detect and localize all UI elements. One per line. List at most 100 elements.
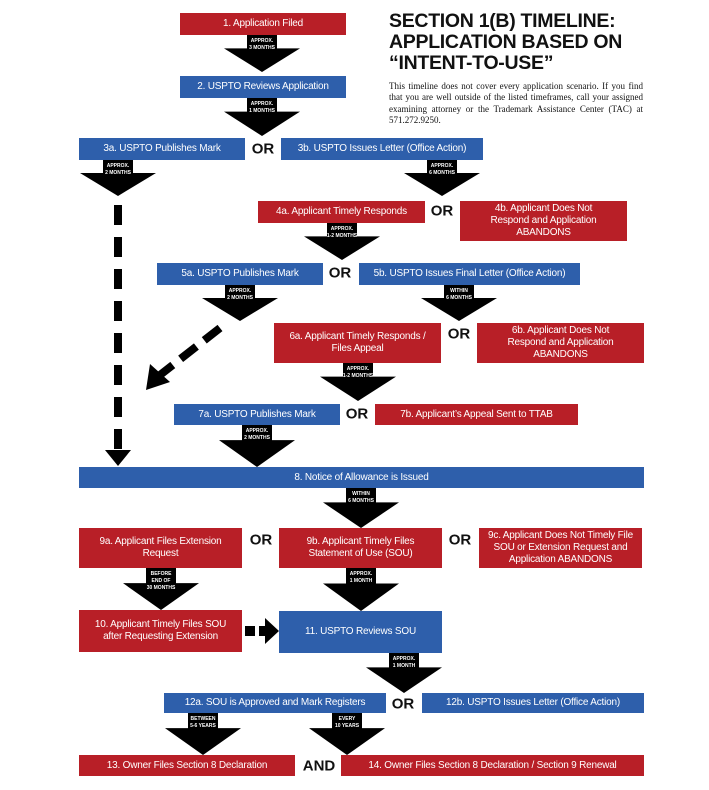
down-arrow-icon (323, 568, 399, 611)
or-label: OR (249, 531, 273, 549)
disclaimer-note: This timeline does not cover every appli… (389, 81, 643, 125)
arrow-duration-label: APPROX.2 MONTHS (219, 428, 295, 442)
duration-text: 1 MONTH (392, 663, 416, 669)
duration-text: APPROX. (250, 101, 274, 107)
step-9a: 9a. Applicant Files Extension Request (79, 528, 242, 568)
arrow-duration-label: APPROX.1 MONTHS (224, 101, 300, 115)
arrow-11-to-12: APPROX.1 MONTH (366, 653, 442, 693)
or-label: OR (448, 531, 472, 549)
duration-text: 5-6 YEARS (190, 723, 216, 729)
duration-text: 1-2 MONTHS (326, 233, 358, 239)
duration-text: APPROX. (106, 163, 130, 169)
or-label: OR (328, 264, 352, 282)
duration-text: 6 MONTHS (429, 170, 455, 176)
step-7b: 7b. Applicant’s Appeal Sent to TTAB (375, 404, 578, 425)
arrow-6a-to-7: APPROX.1-2 MONTHS (320, 363, 396, 401)
title-line: SECTION 1(B) TIMELINE: (389, 10, 616, 32)
arrow-3b-to-4: APPROX.6 MONTHS (404, 160, 480, 196)
duration-text: APPROX. (330, 226, 354, 232)
arrowhead-icon (265, 618, 279, 644)
arrow-duration-label: APPROX.1 MONTH (323, 571, 399, 585)
or-label: OR (391, 695, 415, 713)
dashed-line-5a-to-8 (157, 324, 223, 379)
or-label: OR (251, 140, 275, 158)
page-title: SECTION 1(B) TIMELINE: APPLICATION BASED… (389, 11, 622, 74)
duration-text: 6 MONTHS (446, 295, 472, 301)
step-6b: 6b. Applicant Does Not Respond and Appli… (477, 323, 644, 363)
step-6a: 6a. Applicant Timely Responds / Files Ap… (274, 323, 441, 363)
duration-text: 3 MONTHS (249, 45, 275, 51)
arrow-duration-label: APPROX.6 MONTHS (404, 163, 480, 177)
duration-text: APPROX. (349, 571, 373, 577)
title-line: “INTENT-TO-USE” (389, 52, 554, 74)
or-label: OR (430, 202, 454, 220)
down-arrow-icon (219, 425, 295, 467)
duration-text: 1-2 MONTHS (342, 373, 374, 379)
arrow-1-to-2: APPROX.3 MONTHS (224, 35, 300, 72)
step-13: 13. Owner Files Section 8 Declaration (79, 755, 295, 776)
step-11: 11. USPTO Reviews SOU (279, 611, 442, 653)
down-arrow-icon (309, 713, 385, 755)
duration-text: APPROX. (346, 366, 370, 372)
arrowhead-icon (146, 364, 170, 390)
duration-text: 2 MONTHS (105, 170, 131, 176)
step-12b: 12b. USPTO Issues Letter (Office Action) (422, 693, 644, 713)
down-arrow-icon (224, 98, 300, 136)
down-arrow-icon (421, 285, 497, 321)
duration-text: WITHIN (450, 288, 468, 294)
step-3b: 3b. USPTO Issues Letter (Office Action) (281, 138, 483, 160)
duration-text: 1 MONTH (349, 578, 373, 584)
duration-text: 10 YEARS (334, 723, 360, 729)
duration-text: 30 MONTHS (146, 585, 176, 591)
step-12a: 12a. SOU is Approved and Mark Registers (164, 693, 386, 713)
step-10: 10. Applicant Timely Files SOU after Req… (79, 610, 242, 652)
down-arrow-icon (123, 568, 199, 610)
duration-text: APPROX. (228, 288, 252, 294)
duration-text: APPROX. (430, 163, 454, 169)
step-2: 2. USPTO Reviews Application (180, 76, 346, 98)
arrow-5a: APPROX.2 MONTHS (202, 285, 278, 321)
duration-text: 1 MONTHS (249, 108, 275, 114)
duration-text: BEFORE (150, 571, 172, 577)
down-arrow-icon (80, 160, 156, 196)
duration-text: 2 MONTHS (244, 435, 270, 441)
or-label: OR (447, 325, 471, 343)
down-arrow-icon (320, 363, 396, 401)
down-arrow-icon (165, 713, 241, 755)
arrowhead-icon (105, 450, 131, 466)
down-arrow-icon (202, 285, 278, 321)
arrow-9b-to-11: APPROX.1 MONTH (323, 568, 399, 611)
arrow-duration-label: APPROX.3 MONTHS (224, 38, 300, 52)
down-arrow-icon (366, 653, 442, 693)
and-label: AND (302, 757, 336, 775)
step-5b: 5b. USPTO Issues Final Letter (Office Ac… (359, 263, 580, 285)
step-9b: 9b. Applicant Timely Files Statement of … (279, 528, 442, 568)
arrow-duration-label: APPROX.1-2 MONTHS (320, 366, 396, 380)
duration-text: WITHIN (352, 491, 370, 497)
step-5a: 5a. USPTO Publishes Mark (157, 263, 323, 285)
step-3a: 3a. USPTO Publishes Mark (79, 138, 245, 160)
duration-text: BETWEEN (190, 716, 216, 722)
or-label: OR (345, 405, 369, 423)
duration-text: END OF (151, 578, 171, 584)
down-arrow-icon (404, 160, 480, 196)
down-arrow-icon (323, 488, 399, 528)
arrow-duration-label: APPROX.1 MONTH (366, 656, 442, 670)
arrow-duration-label: APPROX.1-2 MONTHS (304, 226, 380, 240)
step-4a: 4a. Applicant Timely Responds (258, 201, 425, 223)
down-arrow-icon (304, 223, 380, 260)
step-8: 8. Notice of Allowance is Issued (79, 467, 644, 488)
arrow-2-to-3: APPROX.1 MONTHS (224, 98, 300, 136)
step-14: 14. Owner Files Section 8 Declaration / … (341, 755, 644, 776)
duration-text: APPROX. (250, 38, 274, 44)
